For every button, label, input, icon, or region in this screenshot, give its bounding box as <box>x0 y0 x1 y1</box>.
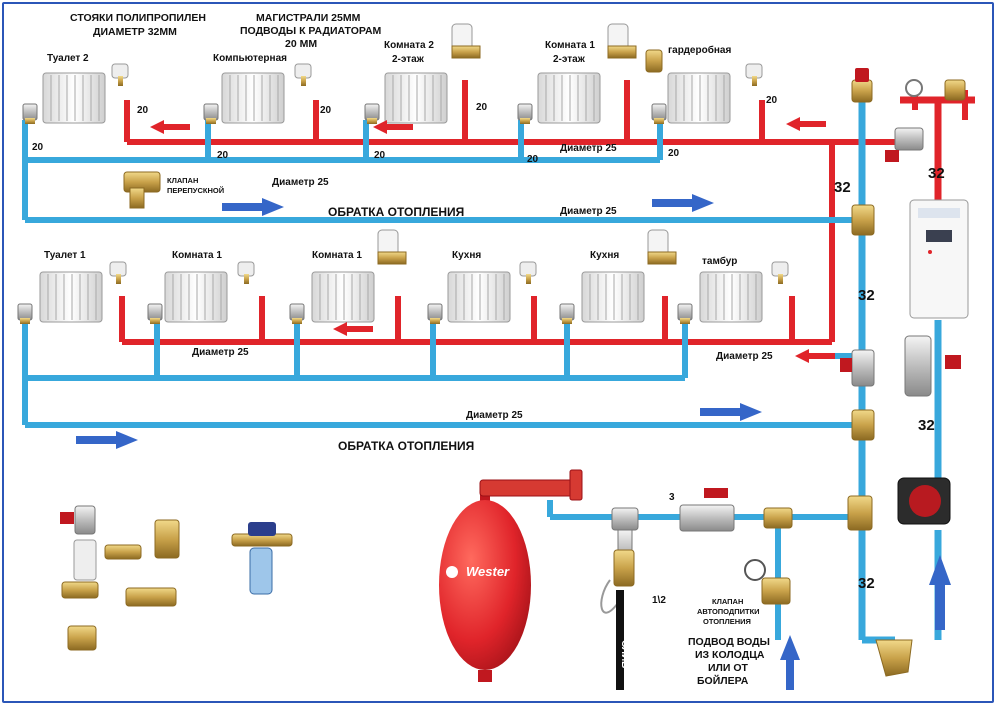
pipe-size: 20 <box>476 102 488 113</box>
room-label: Кухня <box>590 250 619 261</box>
lower-supply-pipes <box>119 296 832 345</box>
expansion-tank-icon <box>439 488 531 682</box>
riser-size: 32 <box>928 165 945 182</box>
boiler-side-labels: 3 1\2 СЛИВ Wester КЛАПАН АВТОПОДПИТКИ ОТ… <box>466 492 770 687</box>
lower-room-labels: Туалет 1 Комната 1 Комната 1 Кухня Кухня… <box>44 250 773 453</box>
room-label-sub: 2-этаж <box>553 54 586 65</box>
risers-note-line2: ДИАМЕТР 32ММ <box>93 26 177 38</box>
pipe-size: 20 <box>527 154 539 165</box>
makeup-fittings <box>600 488 793 614</box>
room-label: Комната 2 <box>384 40 434 51</box>
room-label: Туалет 1 <box>44 250 86 261</box>
lower-radiators <box>17 229 789 325</box>
bypass-valve-label: КЛАПАН <box>167 176 198 185</box>
makeup-valve-label: ОТОПЛЕНИЯ <box>703 617 751 626</box>
return-label-upper: ОБРАТКА ОТОПЛЕНИЯ <box>328 205 464 219</box>
lower-return-pipes <box>22 320 862 428</box>
diameter-label: Диаметр 25 <box>272 177 329 188</box>
upper-supply-pipes <box>124 80 900 342</box>
room-label: Компьютерная <box>213 53 287 64</box>
room-label-sub: 2-этаж <box>392 54 425 65</box>
supply-group-fittings <box>885 79 966 162</box>
water-inlet-label: ИЛИ ОТ <box>708 662 749 674</box>
fitting-size: 1\2 <box>652 595 666 606</box>
diameter-label: Диаметр 25 <box>560 206 617 217</box>
bypass-valve-icon <box>123 171 161 209</box>
pump-icon <box>897 335 961 525</box>
mains-note-line2: ПОДВОДЫ К РАДИАТОРАМ <box>240 25 382 37</box>
riser-fittings <box>840 68 913 677</box>
pipe-size: 20 <box>668 148 680 159</box>
water-filter-icon <box>231 522 293 595</box>
tank-brand: Wester <box>466 564 510 579</box>
riser-size-labels: 32 32 32 32 32 <box>834 165 945 592</box>
pipe-size: 20 <box>137 105 149 116</box>
pipe-size: 20 <box>320 105 332 116</box>
room-label: Туалет 2 <box>47 53 89 64</box>
upper-radiators <box>22 23 763 125</box>
diameter-label: Диаметр 25 <box>466 410 523 421</box>
upper-return-pipes <box>22 120 860 223</box>
bypass-valve-label: ПЕРЕПУСКНОЙ <box>167 186 224 195</box>
upper-room-labels: Туалет 2 Компьютерная Комната 2 2-этаж К… <box>47 40 731 65</box>
upper-pipe-sizes: 20 20 20 20 20 20 20 20 20 Диаметр 25 Ди… <box>32 95 778 219</box>
riser-size: 32 <box>918 417 935 434</box>
flow-arrows <box>76 117 951 690</box>
distribution-manifold-icon <box>479 469 583 501</box>
electric-boiler-icon <box>909 199 969 319</box>
riser-size: 32 <box>858 287 875 304</box>
makeup-valve-label: АВТОПОДПИТКИ <box>697 607 760 616</box>
room-label: гардеробная <box>668 44 731 56</box>
air-vent-icon <box>645 49 663 73</box>
pipe-size: 20 <box>766 95 778 106</box>
room-label: Комната 1 <box>545 40 595 51</box>
water-inlet-label: ПОДВОД ВОДЫ <box>688 636 770 648</box>
makeup-valve-label: КЛАПАН <box>712 597 743 606</box>
mains-note-line1: МАГИСТРАЛИ 25ММ <box>256 12 361 24</box>
return-label-lower: ОБРАТКА ОТОПЛЕНИЯ <box>338 439 474 453</box>
riser-size: 32 <box>834 179 851 196</box>
pipe-size: 20 <box>374 150 386 161</box>
water-inlet-label: БОЙЛЕРА <box>697 674 749 687</box>
diameter-label: Диаметр 25 <box>560 143 617 154</box>
water-inlet-label: ИЗ КОЛОДЦА <box>695 649 765 661</box>
room-label: Комната 1 <box>312 250 362 261</box>
drain-label: СЛИВ <box>619 640 630 668</box>
mains-note-line3: 20 ММ <box>285 38 317 50</box>
risers-note-line1: СТОЯКИ ПОЛИПРОПИЛЕН <box>70 12 206 24</box>
pipe-size: 20 <box>217 150 229 161</box>
pipe-size: 20 <box>32 142 44 153</box>
diameter-label: Диаметр 25 <box>192 347 249 358</box>
room-label: Комната 1 <box>172 250 222 261</box>
riser-size: 32 <box>858 575 875 592</box>
room-label: тамбур <box>702 255 737 267</box>
room-label: Кухня <box>452 250 481 261</box>
fittings-set-icon <box>60 505 180 651</box>
fitting-size: 3 <box>669 492 675 503</box>
diameter-label: Диаметр 25 <box>716 351 773 362</box>
